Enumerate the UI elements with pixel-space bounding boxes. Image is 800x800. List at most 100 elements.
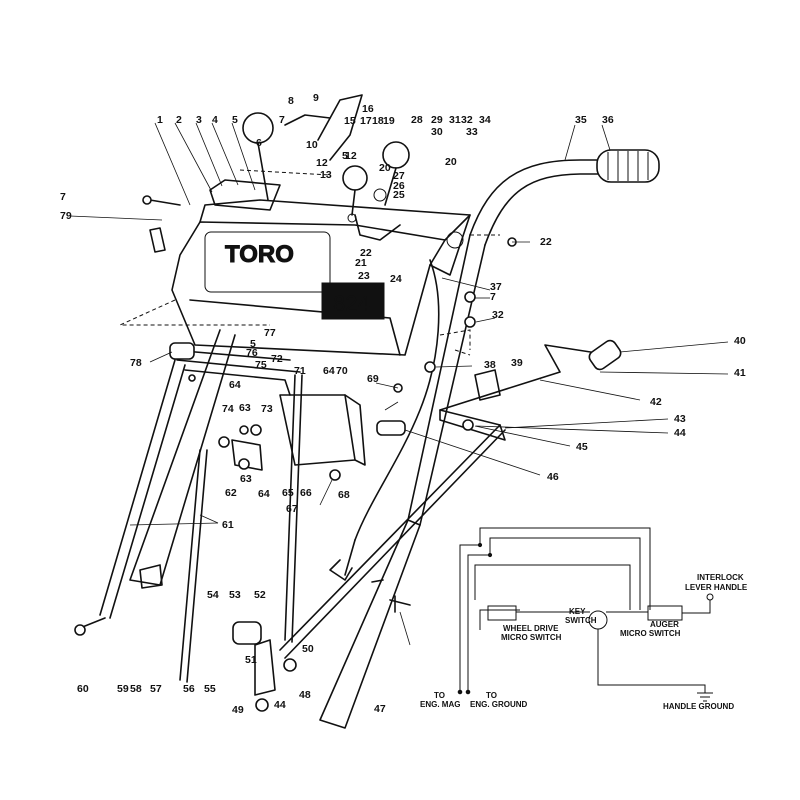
part-number-52: 52 [254, 589, 266, 601]
part-number-79: 79 [60, 210, 72, 222]
part-number-53: 53 [229, 589, 241, 601]
part-number-20: 20 [445, 156, 457, 168]
part-number-30: 30 [431, 126, 443, 138]
part-number-74: 74 [222, 403, 234, 415]
part-number-22: 22 [540, 236, 552, 248]
part-number-64: 64 [229, 379, 241, 391]
ground-label-2: ENG. GROUND [470, 700, 528, 709]
auger-label-1: AUGER [650, 620, 679, 629]
panel-logo-plate [204, 231, 331, 293]
part-number-9: 9 [313, 92, 319, 104]
part-number-28: 28 [411, 114, 423, 126]
part-number-59: 59 [117, 683, 129, 695]
part-number-1: 1 [157, 114, 163, 126]
part-number-12: 12 [316, 157, 328, 169]
part-number-57: 57 [150, 683, 162, 695]
part-number-67: 67 [286, 503, 298, 515]
wheel-drive-micro-switch [487, 605, 517, 621]
part-number-8: 8 [288, 95, 294, 107]
wheel-label-1: WHEEL DRIVE [503, 624, 559, 633]
part-number-15: 15 [344, 115, 356, 127]
part-number-35: 35 [575, 114, 587, 126]
part-number-3: 3 [196, 114, 202, 126]
part-number-50: 50 [302, 643, 314, 655]
part-number-29: 29 [431, 114, 443, 126]
part-number-56: 56 [183, 683, 195, 695]
part-number-20: 20 [379, 162, 391, 174]
assembly-guides [119, 169, 500, 356]
mag-label-1: TO [434, 691, 445, 700]
callout-lines [69, 122, 729, 646]
part-number-64: 64 [258, 488, 270, 500]
part-number-54: 54 [207, 589, 219, 601]
part-number-7: 7 [490, 291, 496, 303]
part-number-44: 44 [274, 699, 286, 711]
interlock-label-1: INTERLOCK [697, 573, 744, 582]
handle-ground-label: HANDLE GROUND [663, 702, 734, 711]
part-number-4: 4 [212, 114, 218, 126]
part-number-25: 25 [393, 189, 405, 201]
part-number-32: 32 [492, 309, 504, 321]
part-number-47: 47 [374, 703, 386, 715]
part-number-13: 13 [320, 169, 332, 181]
part-number-63: 63 [239, 402, 251, 414]
part-number-6: 6 [256, 137, 262, 149]
part-number-21: 21 [355, 257, 367, 269]
part-number-16: 16 [362, 103, 374, 115]
control-panel: TORO 824 [171, 199, 471, 356]
part-number-60: 60 [77, 683, 89, 695]
part-number-46: 46 [547, 471, 559, 483]
part-number-73: 73 [261, 403, 273, 415]
part-number-7: 7 [60, 191, 66, 203]
part-number-22: 22 [360, 247, 372, 259]
auger-label-2: MICRO SWITCH [620, 629, 681, 638]
ground-label-1: TO [486, 691, 497, 700]
part-number-39: 39 [511, 357, 523, 369]
toro-logo: TORO [225, 241, 294, 268]
part-number-10: 10 [306, 139, 318, 151]
part-number-12: 12 [345, 150, 357, 162]
model-number: 824 [333, 291, 370, 316]
key-label-1: KEY [569, 607, 586, 616]
part-number-37: 37 [490, 281, 502, 293]
part-number-7: 7 [279, 114, 285, 126]
main-handle [319, 149, 660, 729]
cable-linkage [279, 259, 506, 659]
part-number-41: 41 [734, 367, 746, 379]
switch-53 [232, 621, 262, 645]
part-number-72: 72 [271, 353, 283, 365]
part-number-24: 24 [390, 273, 402, 285]
interlock-lever [439, 339, 622, 441]
part-number-65: 65 [282, 487, 294, 499]
part-number-69: 69 [367, 373, 379, 385]
part-number-48: 48 [299, 689, 311, 701]
part-number-36: 36 [602, 114, 614, 126]
part-number-2: 2 [176, 114, 182, 126]
part-number-62: 62 [225, 487, 237, 499]
part-number-5: 5 [250, 338, 256, 350]
part-number-40: 40 [734, 335, 746, 347]
part-number-18: 18 [372, 115, 384, 127]
part-number-43: 43 [674, 413, 686, 425]
auger-micro-switch [647, 605, 683, 621]
mag-label-2: ENG. MAG [420, 700, 460, 709]
lower-bracket [232, 595, 411, 712]
part-number-38: 38 [484, 359, 496, 371]
cable-boot-46 [376, 420, 406, 436]
part-number-19: 19 [383, 115, 395, 127]
control-levers [209, 94, 464, 249]
part-number-49: 49 [232, 704, 244, 716]
part-number-70: 70 [336, 365, 348, 377]
part-number-75: 75 [255, 359, 267, 371]
side-rods [74, 329, 366, 683]
part-number-33: 33 [466, 126, 478, 138]
wiring-schematic: INTERLOCK LEVER HANDLE KEY SWITCH WHEEL … [420, 527, 748, 711]
part-number-63: 63 [240, 473, 252, 485]
part-number-17: 17 [360, 115, 372, 127]
part-number-42: 42 [650, 396, 662, 408]
part-number-26: 26 [393, 180, 405, 192]
part-number-44: 44 [674, 427, 686, 439]
